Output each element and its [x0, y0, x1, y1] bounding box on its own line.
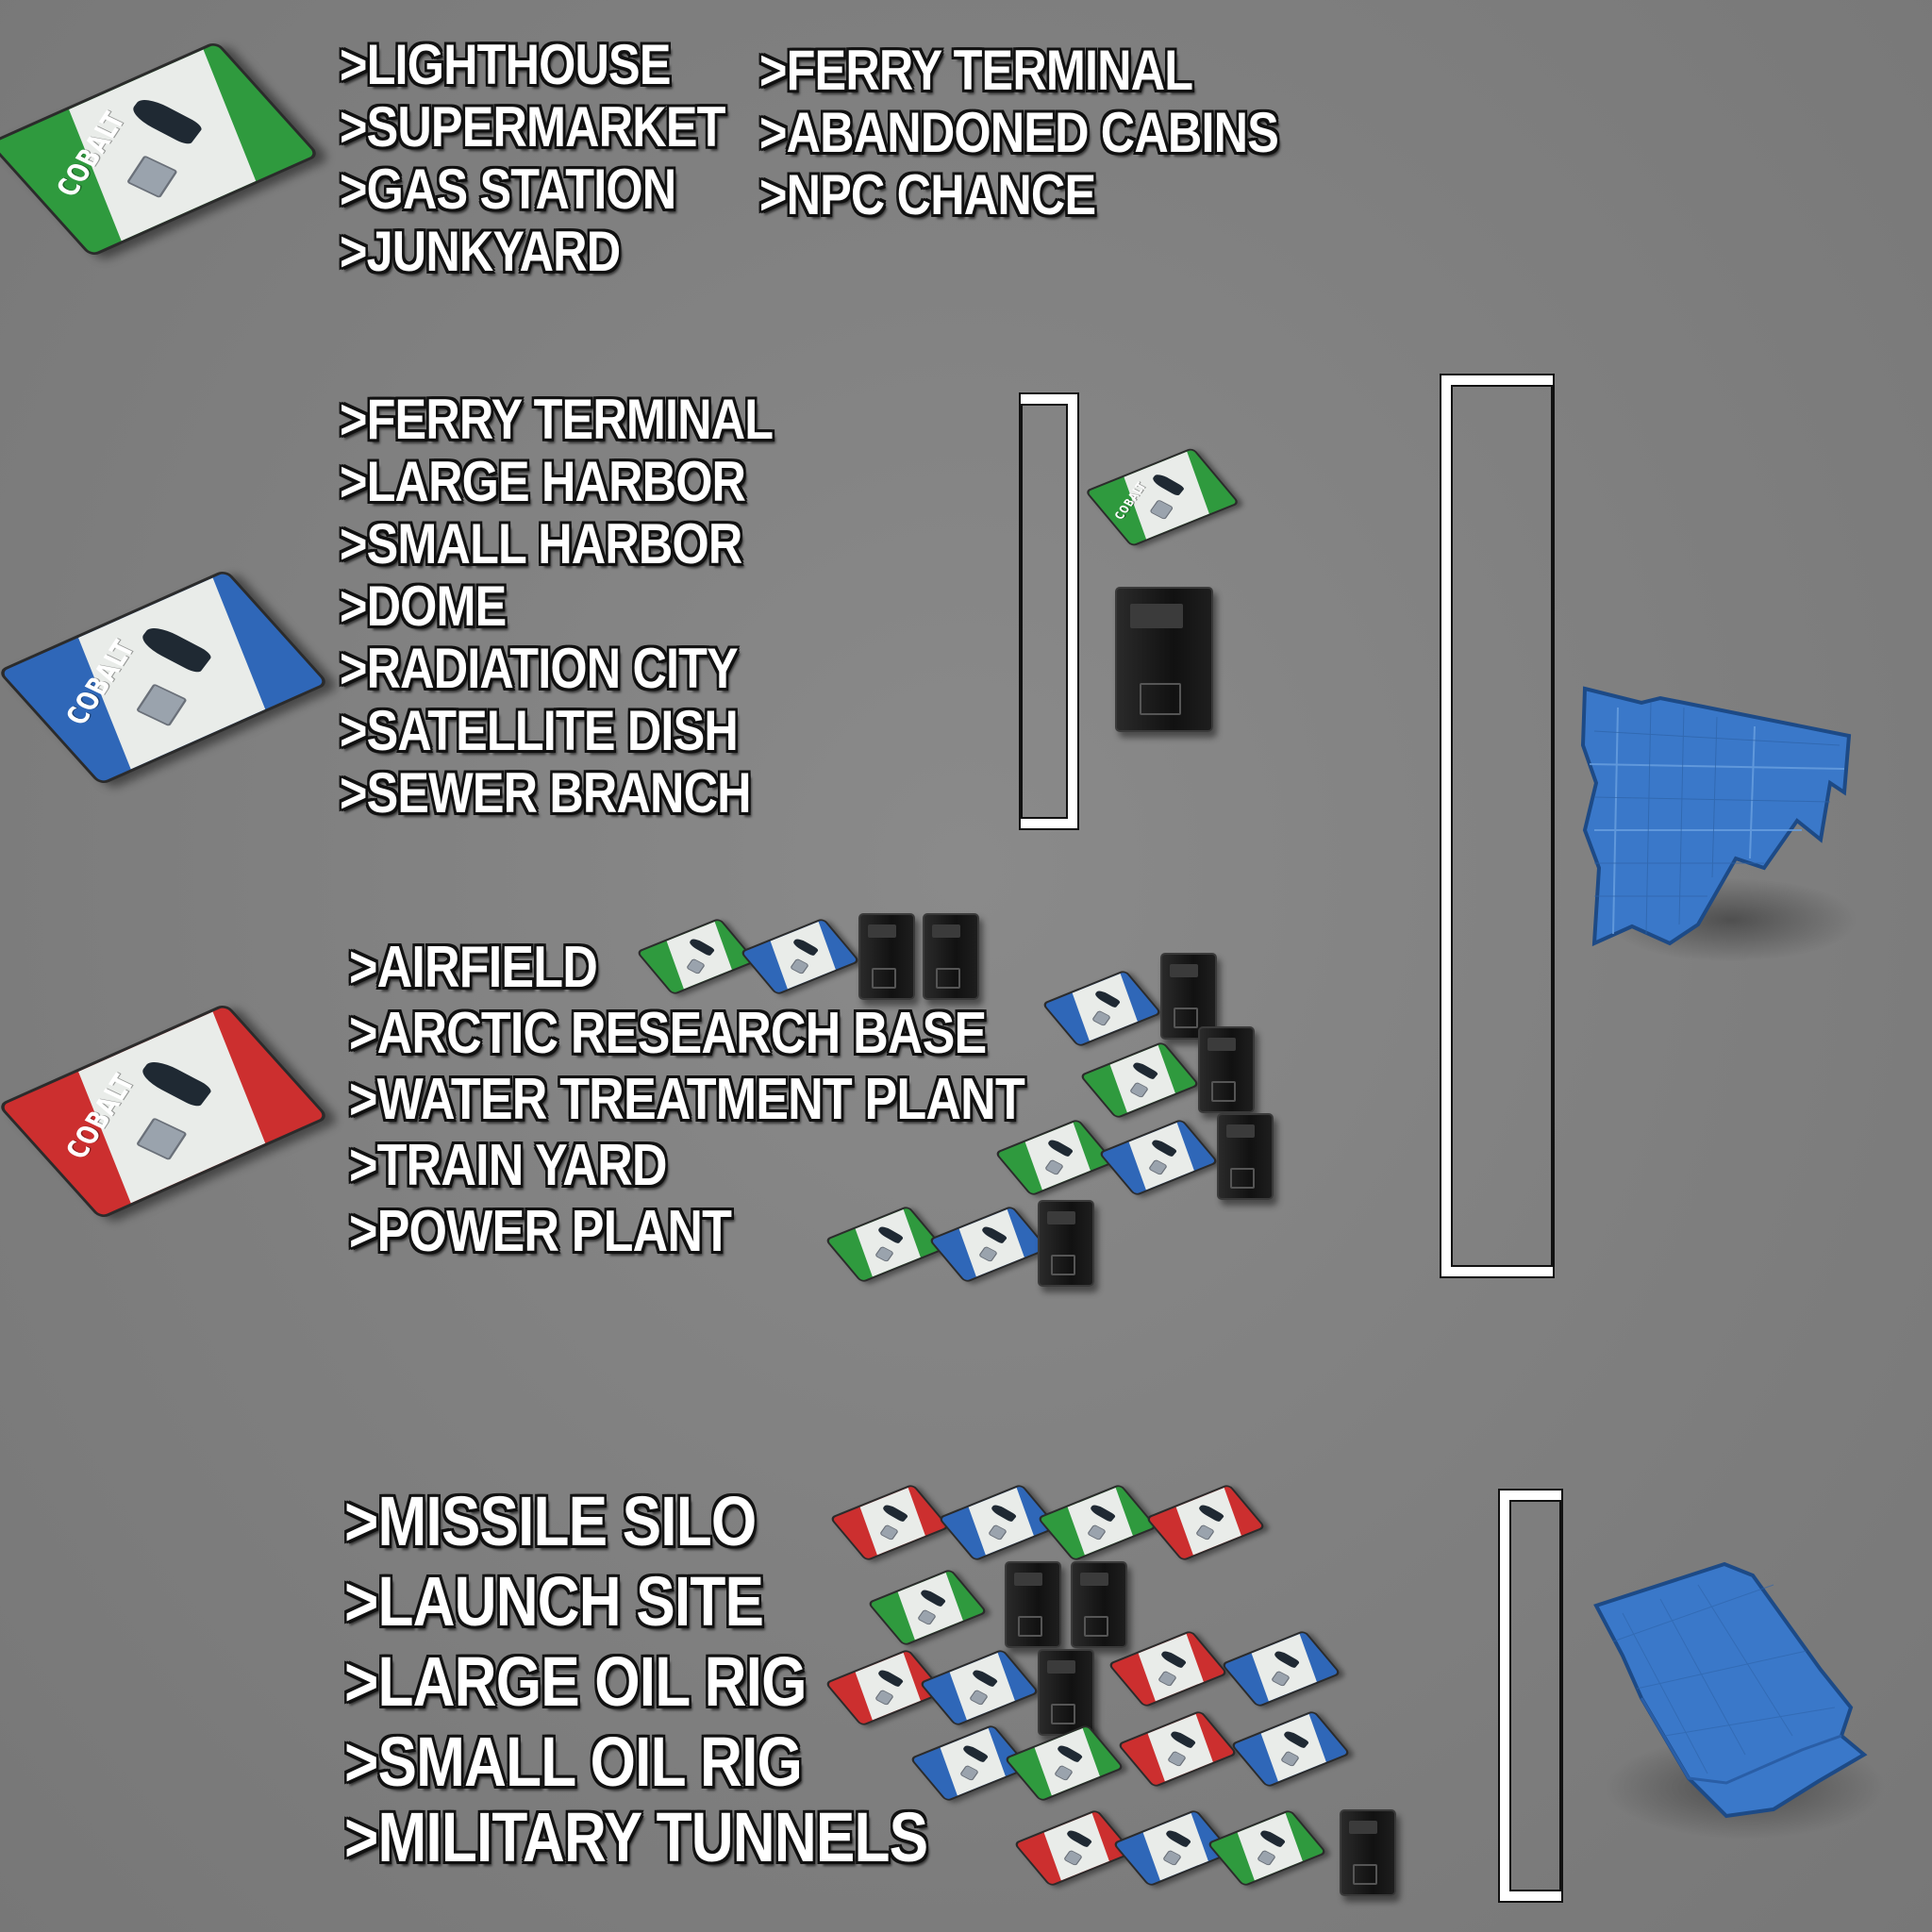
location-power-plant: >POWER PLANT [349, 1199, 732, 1264]
red-keycard-icon [1144, 1483, 1267, 1562]
blueprint-sheet-icon [1593, 1561, 1868, 1819]
location-large-oil-rig: >LARGE OIL RIG [344, 1642, 807, 1721]
blue-keycard-icon: COBALT [0, 568, 330, 787]
green-keycard-icon [1036, 1483, 1158, 1562]
blue-keycard-icon [739, 917, 861, 996]
fuse-icon [923, 913, 979, 1000]
location-launch-site: >LAUNCH SITE [344, 1562, 764, 1641]
location-ferry-terminal: >FERRY TERMINAL [759, 39, 1193, 102]
blue-keycard-icon [1041, 969, 1163, 1048]
location-lighthouse: >LIGHTHOUSE [340, 33, 671, 96]
location-military-tunnels: >MILITARY TUNNELS [344, 1798, 928, 1876]
green-keycard-icon [1206, 1808, 1328, 1888]
fuse-icon [1071, 1561, 1127, 1648]
blue-keycard-icon [1220, 1629, 1342, 1708]
location-junkyard: >JUNKYARD [340, 220, 621, 283]
blue-keycard-icon [1229, 1709, 1352, 1789]
location-small-harbor: >SMALL HARBOR [340, 512, 742, 575]
location-npc-chance: >NPC CHANCE [759, 163, 1096, 226]
green-keycard-icon: COBALT [0, 40, 321, 258]
location-satellite-dish: >SATELLITE DISH [340, 699, 739, 762]
fuse-icon [1115, 587, 1213, 732]
fuse-icon [1198, 1026, 1255, 1113]
location-ferry-terminal: >FERRY TERMINAL [340, 388, 774, 451]
green-keycard-icon [635, 917, 758, 996]
green-keycard-icon [1003, 1724, 1125, 1803]
location-abandoned-cabins: >ABANDONED CABINS [759, 101, 1279, 164]
red-keycard-icon: COBALT [0, 1002, 330, 1221]
location-large-harbor: >LARGE HARBOR [340, 450, 746, 513]
location-train-yard: >TRAIN YARD [349, 1133, 667, 1198]
location-supermarket: >SUPERMARKET [340, 95, 725, 158]
green-keycard-icon [866, 1568, 989, 1647]
location-missile-silo: >MISSILE SILO [344, 1482, 757, 1560]
green-keycard-icon: COBALT [1084, 446, 1241, 548]
red-keycard-icon [1116, 1709, 1239, 1789]
fuse-icon [1038, 1200, 1094, 1287]
tier-2-3-bracket [1441, 375, 1553, 1276]
fuse-icon [1005, 1561, 1061, 1648]
location-small-oil-rig: >SMALL OIL RIG [344, 1723, 803, 1801]
blueprint-fragment-icon [1580, 686, 1852, 947]
location-arctic-research-base: >ARCTIC RESEARCH BASE [349, 1001, 987, 1066]
location-sewer-branch: >SEWER BRANCH [340, 761, 752, 824]
location-dome: >DOME [340, 575, 507, 638]
fuse-icon [1217, 1113, 1274, 1200]
location-airfield: >AIRFIELD [349, 935, 598, 1000]
blue-tier-bracket [1021, 394, 1077, 828]
blue-keycard-icon [918, 1648, 1041, 1727]
location-gas-station: >GAS STATION [340, 158, 676, 221]
blue-keycard-icon [927, 1205, 1050, 1284]
location-water-treatment-plant: >WATER TREATMENT PLANT [349, 1067, 1025, 1132]
red-keycard-icon [828, 1483, 951, 1562]
fuse-icon [1160, 953, 1217, 1040]
blue-keycard-icon [1097, 1118, 1220, 1197]
fuse-icon [1340, 1809, 1396, 1896]
tier-4-bracket [1500, 1491, 1561, 1901]
location-radiation-city: >RADIATION CITY [340, 637, 739, 700]
green-keycard-icon [824, 1205, 946, 1284]
green-keycard-icon [1078, 1041, 1201, 1120]
fuse-icon [858, 913, 915, 1000]
fuse-icon [1038, 1649, 1094, 1736]
